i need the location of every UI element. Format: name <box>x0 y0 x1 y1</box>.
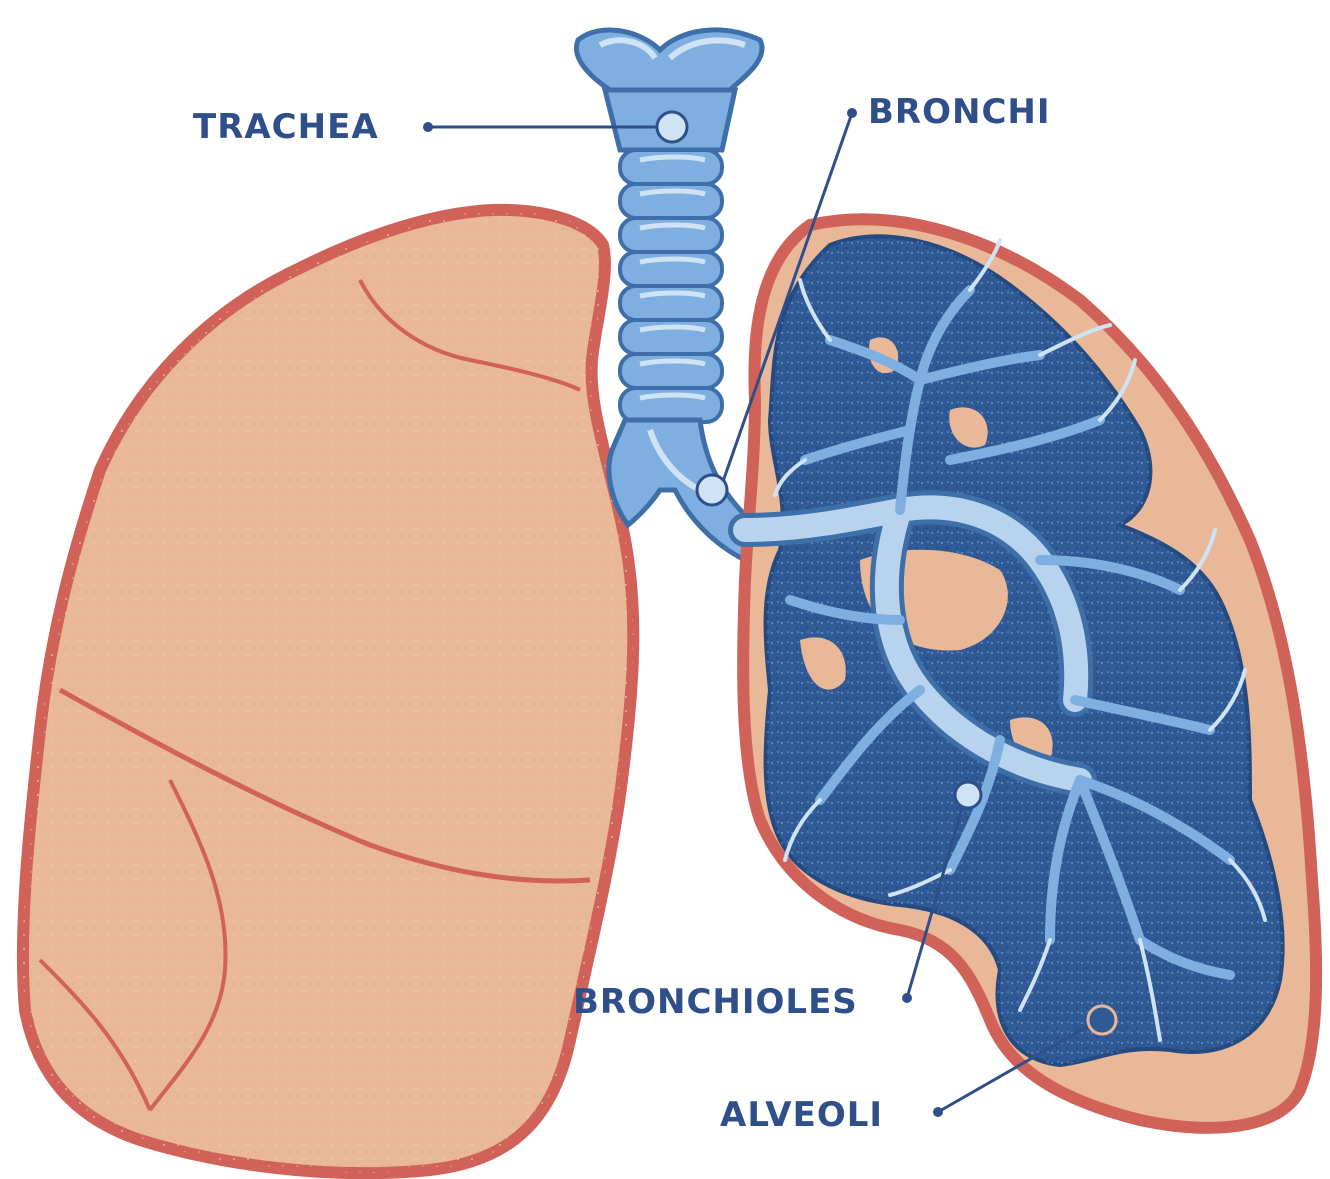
bronchi-leader-dot <box>847 108 857 118</box>
bronchioles-label: BRONCHIOLES <box>573 985 858 1019</box>
alveoli-label: ALVEOLI <box>720 1098 883 1132</box>
alveoli-leader-dot <box>933 1107 943 1117</box>
trachea-label: TRACHEA <box>193 110 379 144</box>
bronchioles-marker-ring <box>955 782 981 808</box>
alveoli-marker-ring <box>1088 1006 1116 1034</box>
trachea-leader-dot <box>423 122 433 132</box>
right-lung <box>23 210 633 1173</box>
trachea-marker-ring <box>657 112 687 142</box>
bronchioles-leader-dot <box>902 993 912 1003</box>
bronchi-marker-ring <box>697 475 727 505</box>
bronchi-label: BRONCHI <box>868 95 1051 129</box>
